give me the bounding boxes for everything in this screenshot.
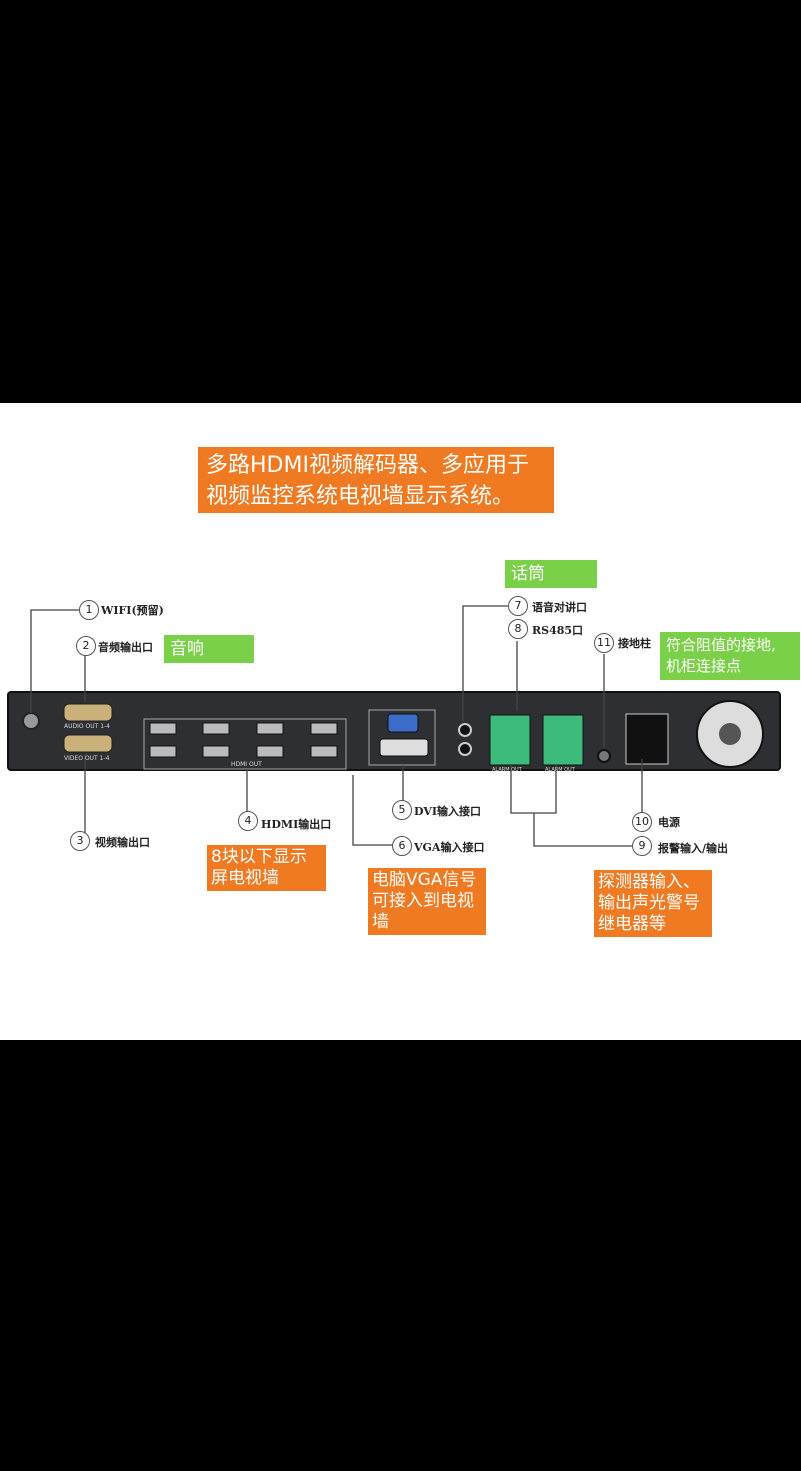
alarm-out-label-1: ALARM OUT	[492, 767, 522, 773]
callout-5-number: 5	[392, 800, 412, 820]
device-drawing	[7, 605, 781, 847]
callout-10-label: 电源	[658, 816, 680, 829]
video-out-port	[63, 734, 113, 753]
callout-1-label: WIFI(预留)	[101, 604, 164, 617]
diagram-title: 多路HDMI视频解码器、多应用于视频监控系统电视墙显示系统。	[198, 447, 554, 513]
vga-port	[387, 713, 419, 733]
hdmi-ports	[149, 722, 338, 758]
callout-7-label: 语音对讲口	[532, 601, 587, 614]
callout-6-label: VGA输入接口	[414, 841, 485, 854]
callout-3-label: 视频输出口	[95, 836, 150, 849]
callout-4-number: 4	[238, 811, 258, 831]
callout-10-number: 10	[632, 812, 652, 832]
dvi-port	[379, 738, 429, 757]
callout-8-number: 8	[508, 619, 528, 639]
audio-out-port	[63, 703, 113, 722]
callout-11-label: 接地柱	[618, 637, 651, 650]
callout-6-number: 6	[392, 836, 412, 856]
mic-jack	[458, 723, 472, 737]
ground-post	[597, 749, 611, 763]
callout-2-label: 音频输出口	[98, 641, 153, 654]
audio-out-label: AUDIO OUT 1-4	[64, 723, 111, 730]
vga-dvi-block	[368, 709, 436, 766]
diagram-panel: 多路HDMI视频解码器、多应用于视频监控系统电视墙显示系统。	[0, 403, 801, 1040]
alarm-io-note: 探测器输入、输出声光警号继电器等	[594, 870, 712, 937]
callout-9-label: 报警输入/输出	[658, 842, 729, 855]
speaker-jack	[458, 742, 472, 756]
callout-5-label: DVI输入接口	[414, 805, 482, 818]
callout-8-label: RS485口	[532, 624, 584, 637]
callout-4-label: HDMI输出口	[261, 818, 332, 831]
callout-9-number: 9	[632, 836, 652, 856]
alarm-out-label-2: ALARM OUT	[545, 767, 575, 773]
ground-note: 符合阻值的接地, 机柜连接点	[660, 632, 800, 680]
vga-input-note: 电脑VGA信号可接入到电视墙	[368, 868, 486, 935]
hdmi-block	[143, 718, 347, 770]
alarm-terminal-2	[542, 714, 584, 766]
hdmi-out-label: HDMI OUT	[231, 761, 262, 768]
callout-1-number: 1	[79, 600, 99, 620]
power-socket	[625, 713, 669, 765]
alarm-terminal-1	[489, 714, 531, 766]
video-out-label: VIDEO OUT 1-4	[64, 755, 110, 762]
wifi-port	[22, 712, 40, 730]
speaker-note: 音响	[164, 635, 254, 663]
callout-3-number: 3	[70, 831, 90, 851]
callout-7-number: 7	[508, 596, 528, 616]
mic-note: 话筒	[505, 560, 597, 588]
callout-11-number: 11	[594, 633, 614, 653]
hdmi-wall-note: 8块以下显示屏电视墙	[207, 845, 326, 891]
callout-2-number: 2	[76, 636, 96, 656]
